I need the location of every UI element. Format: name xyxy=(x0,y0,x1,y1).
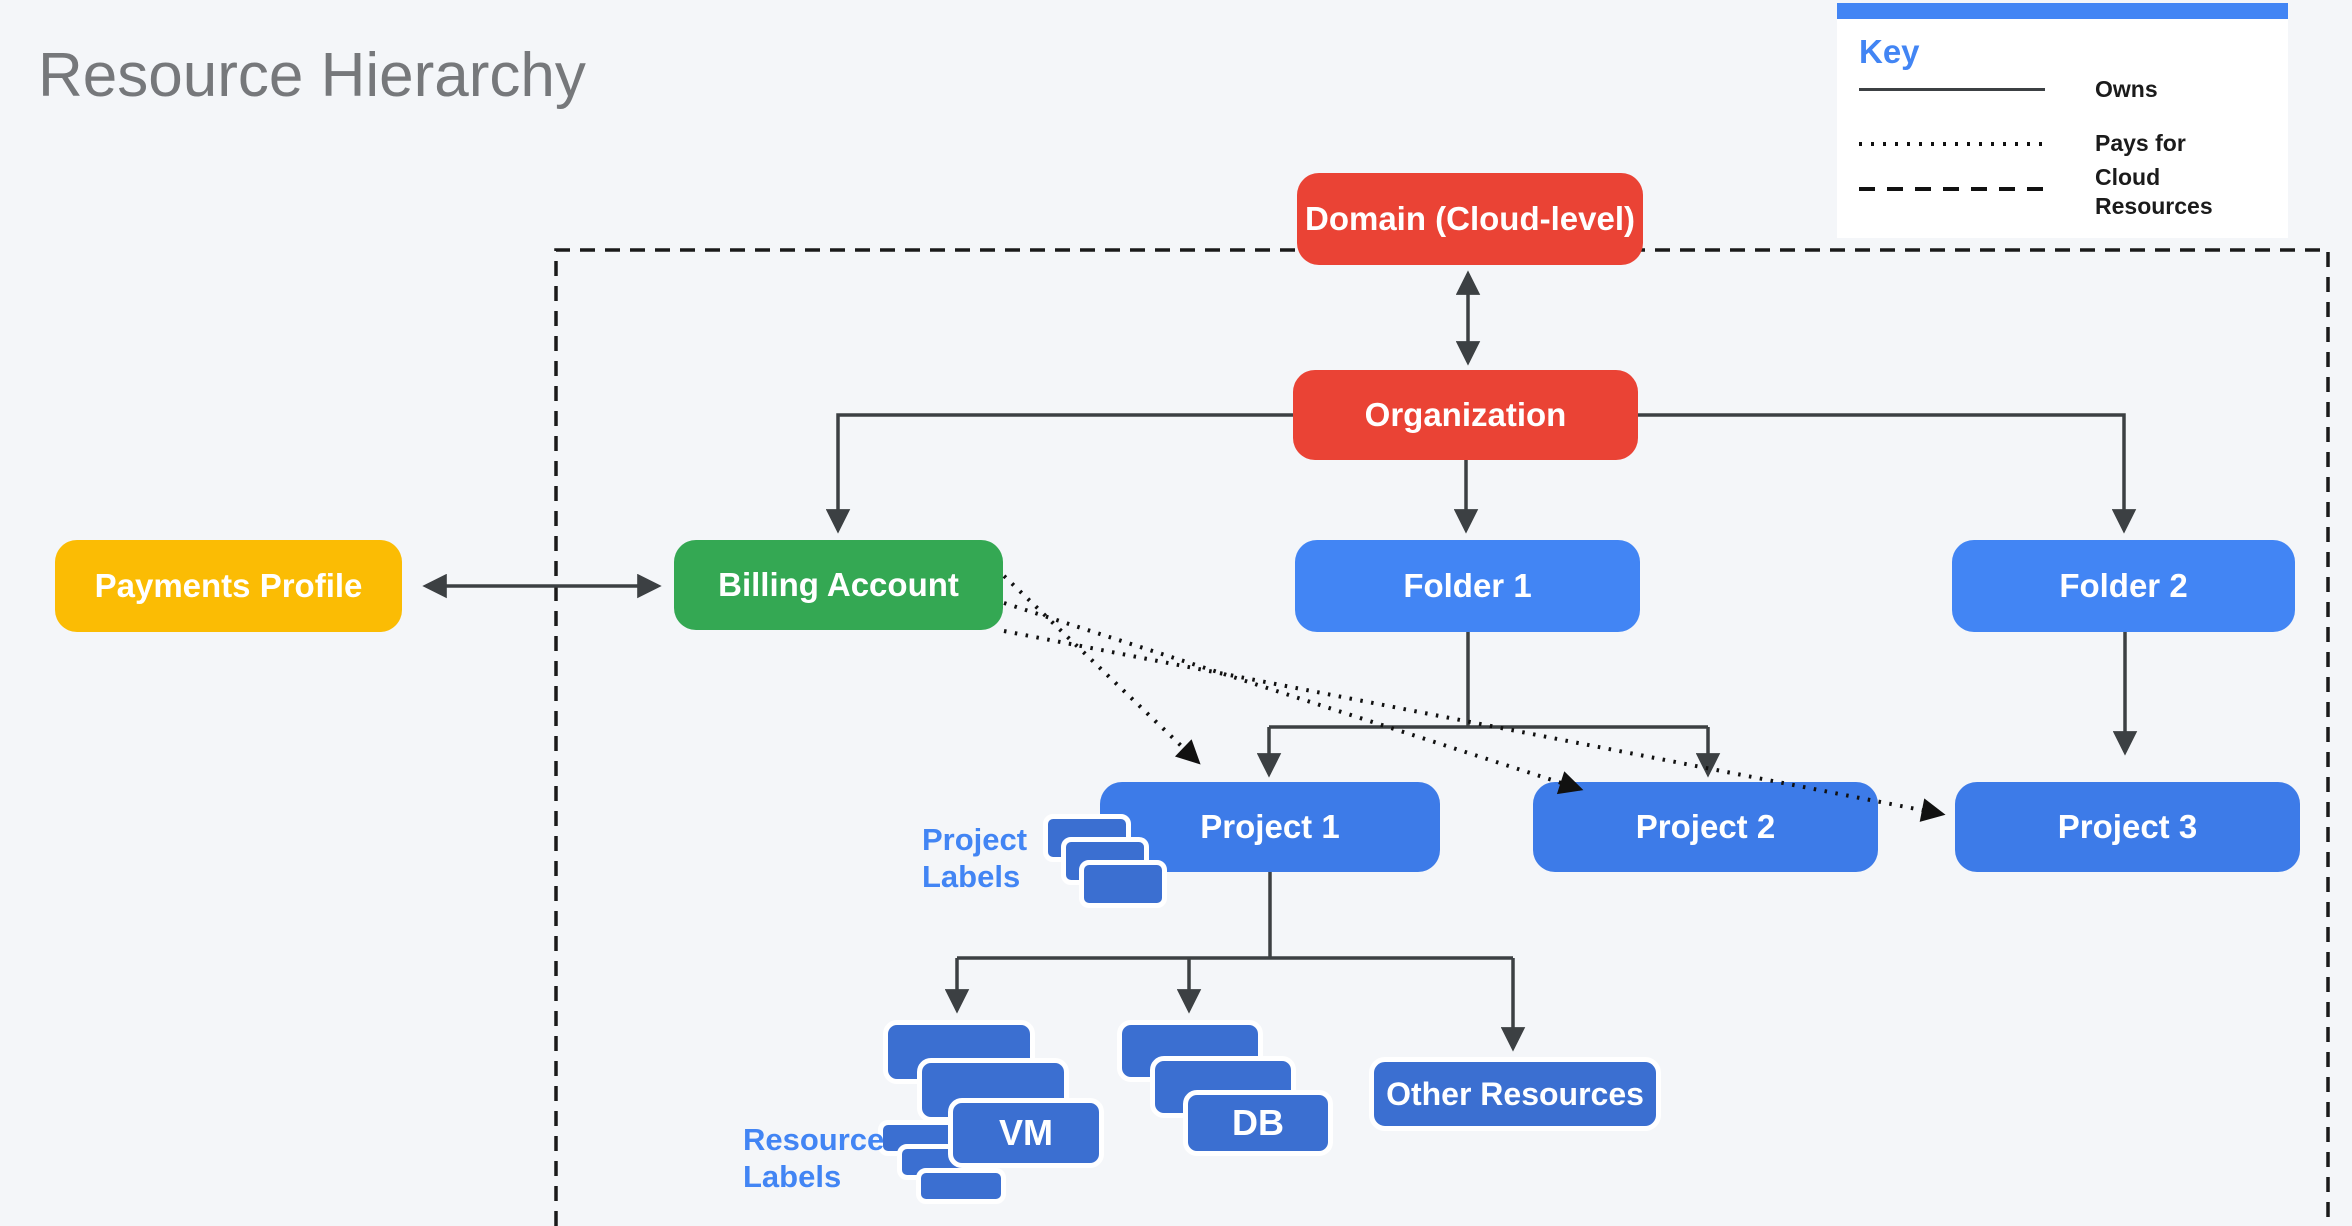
resource-labels-caption: Resource Labels xyxy=(743,1122,885,1194)
node-vm: VM xyxy=(948,1098,1104,1168)
edge-organization-billing xyxy=(825,413,1293,534)
legend-title: Key xyxy=(1859,33,1920,70)
legend-dashed-line-sample xyxy=(1859,187,2045,191)
legend-label-owns: Owns xyxy=(2095,76,2158,102)
node-domain: Domain (Cloud-level) xyxy=(1297,173,1643,265)
node-project-3: Project 3 xyxy=(1955,782,2300,872)
legend-solid-line-sample xyxy=(1859,88,2045,91)
node-project-3-label: Project 3 xyxy=(2057,808,2198,845)
node-domain-label: Domain (Cloud-level) xyxy=(1304,200,1636,237)
legend: Key Owns Pays for Cloud Resources xyxy=(1837,3,2288,238)
project-label-card xyxy=(1079,860,1167,908)
legend-dotted-line-sample xyxy=(1859,142,2045,146)
node-db-label: DB xyxy=(1232,1102,1284,1143)
node-vm-label: VM xyxy=(999,1112,1053,1153)
legend-label-pays-for: Pays for xyxy=(2095,130,2186,156)
node-billing-account: Billing Account xyxy=(674,540,1003,630)
node-folder-1-label: Folder 1 xyxy=(1403,567,1532,604)
edge-organization-folder2 xyxy=(1638,413,2137,534)
node-payments-profile-label: Payments Profile xyxy=(94,567,363,604)
resource-label-card xyxy=(916,1168,1006,1204)
node-folder-2-label: Folder 2 xyxy=(2059,567,2188,604)
node-payments-profile: Payments Profile xyxy=(55,540,402,632)
node-folder-1: Folder 1 xyxy=(1295,540,1640,632)
node-db: DB xyxy=(1183,1090,1333,1156)
node-project-2: Project 2 xyxy=(1533,782,1878,872)
node-project-1-label: Project 1 xyxy=(1200,808,1340,845)
edge-billing-project1 xyxy=(1002,574,1201,765)
node-billing-account-label: Billing Account xyxy=(718,566,959,603)
page-title: Resource Hierarchy xyxy=(38,41,586,110)
node-other-resources: Other Resources xyxy=(1369,1057,1661,1131)
node-organization: Organization xyxy=(1293,370,1638,460)
node-organization-label: Organization xyxy=(1364,396,1567,433)
node-project-2-label: Project 2 xyxy=(1635,808,1776,845)
project-labels-caption: Project Labels xyxy=(922,822,1028,894)
node-project-1: Project 1 xyxy=(1100,782,1440,872)
node-folder-2: Folder 2 xyxy=(1952,540,2295,632)
legend-top-bar xyxy=(1837,3,2288,19)
legend-label-cloud-resources: Cloud Resources xyxy=(2095,164,2213,219)
node-other-resources-label: Other Resources xyxy=(1386,1075,1644,1112)
